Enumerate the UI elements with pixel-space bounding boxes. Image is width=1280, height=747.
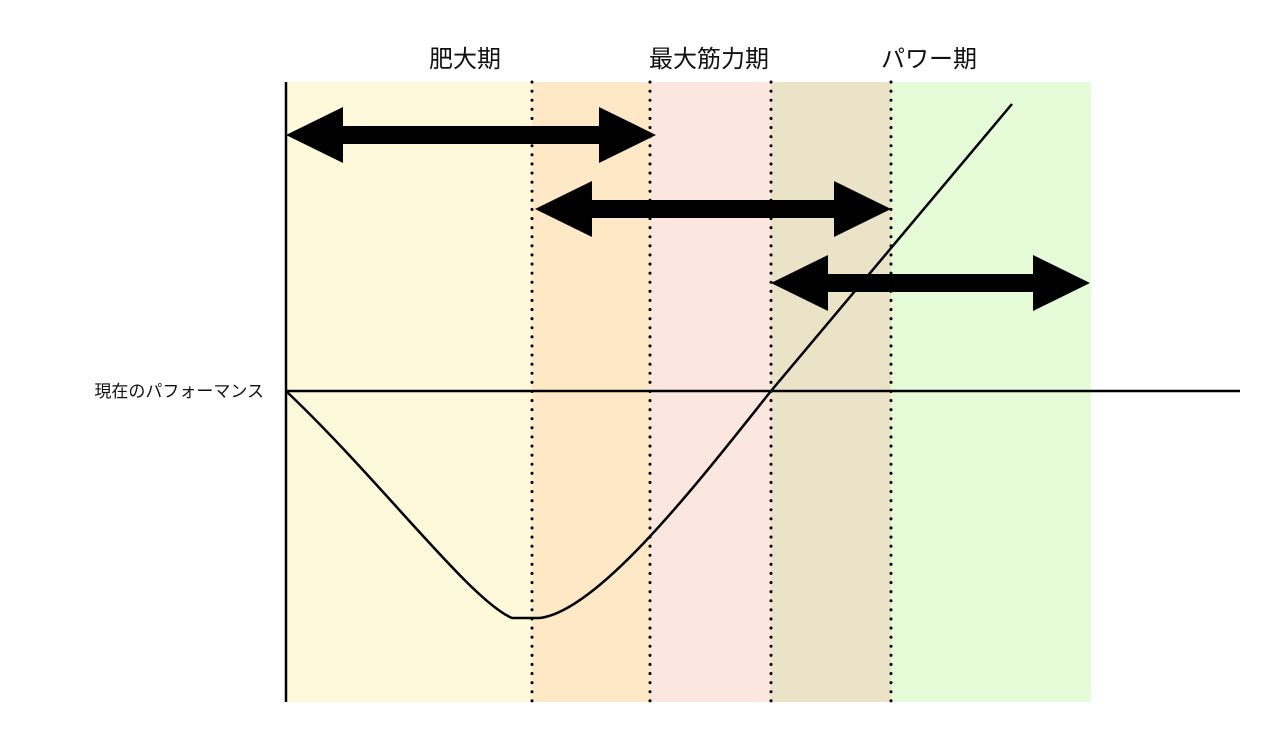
baseline-label: 現在のパフォーマンス [94,382,264,402]
phase-arrow-hypertrophy [286,107,656,163]
phase-arrow-power [771,255,1090,311]
phase-label-power: パワー期 [881,45,977,73]
phase-label-max-strength: 最大筋力期 [649,45,769,73]
phase-arrow-max-strength [535,181,891,237]
performance-curve [285,103,1013,620]
phase-label-hypertrophy: 肥大期 [429,45,501,73]
